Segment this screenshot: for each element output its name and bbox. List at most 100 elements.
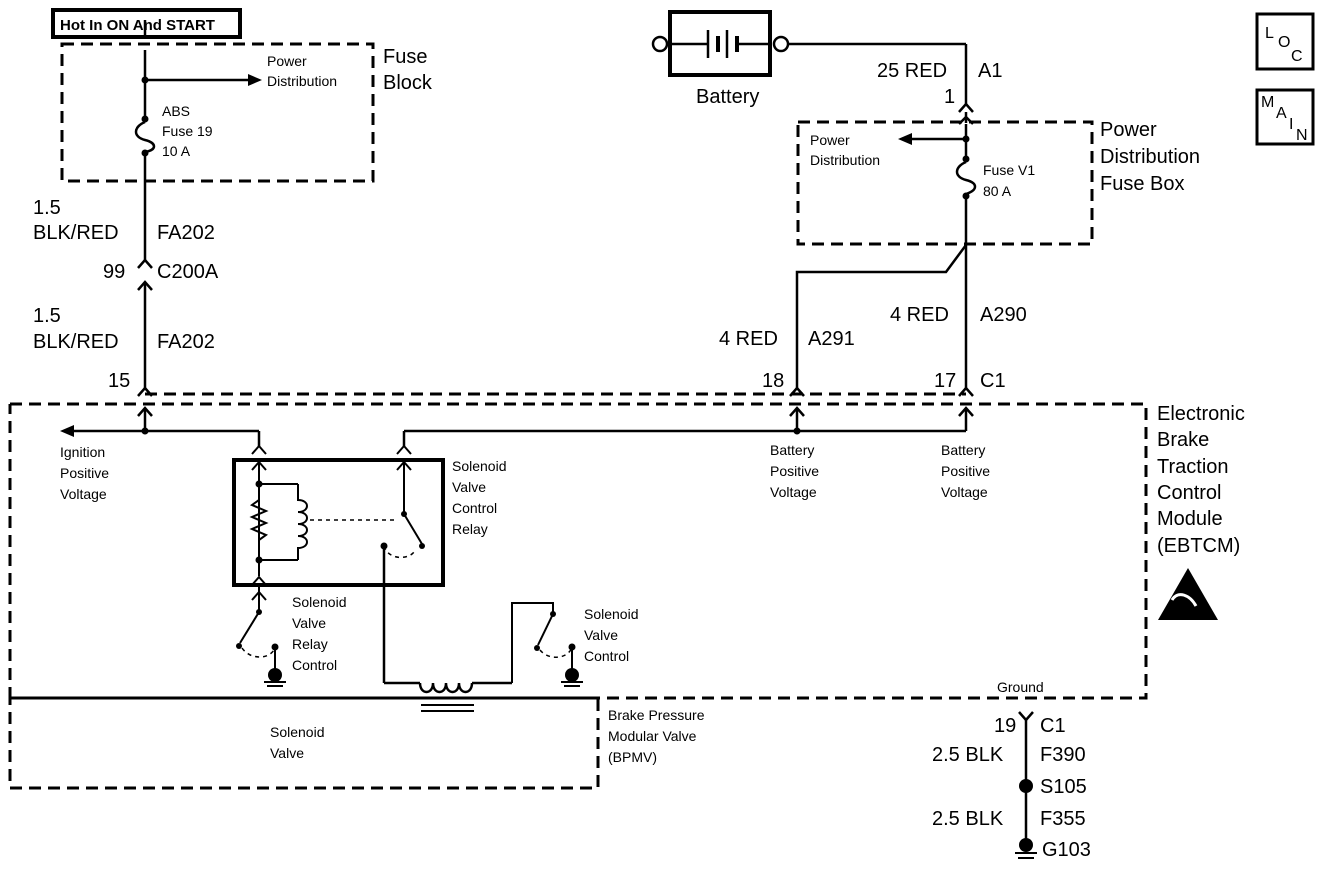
bpmv-sol-1: Solenoid xyxy=(270,724,325,740)
gnd-id: G103 xyxy=(1042,839,1091,861)
hot-label: Hot In ON And START xyxy=(60,17,215,34)
esd-warning-icon xyxy=(1158,568,1218,620)
fuse-block-title-2: Block xyxy=(383,72,433,94)
ebtcm-title-1: Electronic xyxy=(1157,403,1245,425)
resistor-icon xyxy=(249,499,269,541)
solenoid-coil-icon xyxy=(418,682,474,694)
ebtcm-title-6: (EBTCM) xyxy=(1157,535,1240,557)
rc-text-2: Valve xyxy=(292,615,326,631)
ebtcm-title-2: Brake xyxy=(1157,429,1209,451)
bpv2-text-1: Battery xyxy=(941,442,985,458)
top-right-wire: 25 RED xyxy=(877,60,947,82)
fuse-block-box xyxy=(60,42,375,183)
ground-icon xyxy=(1019,838,1033,852)
gnd-w2-wire: 2.5 BLK xyxy=(932,808,1004,830)
ebtcm-title-4: Control xyxy=(1157,482,1221,504)
fuse-symbol-icon xyxy=(955,160,977,196)
rc-text-4: Control xyxy=(292,657,337,673)
splice-icon xyxy=(1019,779,1033,793)
loc-nav-button[interactable]: L O C xyxy=(1255,12,1315,71)
a291-circuit: A291 xyxy=(808,328,855,350)
fb-power-dist-1: Power xyxy=(267,53,307,69)
pdfb-power-dist-1: Power xyxy=(810,132,850,148)
a290-pin: 17 xyxy=(934,370,956,392)
bpv2-text-2: Positive xyxy=(941,463,990,479)
pdfb-box xyxy=(796,120,1094,246)
pdfb-title-2: Distribution xyxy=(1100,146,1200,168)
gnd-conn: C1 xyxy=(1040,715,1066,737)
gnd-splice: S105 xyxy=(1040,776,1087,798)
gnd-w2-circuit: F355 xyxy=(1040,808,1086,830)
left-wire1-gauge: 1.5 xyxy=(33,197,61,219)
a291-wire: 4 RED xyxy=(719,328,778,350)
pdfb-fuse-2: 80 A xyxy=(983,183,1012,199)
arrow-icon xyxy=(248,74,262,86)
relay-text-2: Valve xyxy=(452,479,486,495)
bpmv-title-2: Modular Valve xyxy=(608,728,697,744)
loc-letter-2: O xyxy=(1278,34,1290,51)
rc-text-1: Solenoid xyxy=(292,594,347,610)
bpmv-box xyxy=(8,696,600,790)
gnd-w1-circuit: F390 xyxy=(1040,744,1086,766)
loc-letter-1: L xyxy=(1265,25,1274,42)
vc-text-1: Solenoid xyxy=(584,606,639,622)
arrow-icon xyxy=(898,133,912,145)
bpmv-title-3: (BPMV) xyxy=(608,749,657,765)
vc-text-3: Control xyxy=(584,648,629,664)
ebtcm-title-5: Module xyxy=(1157,508,1223,530)
left-wire1-circuit: FA202 xyxy=(157,222,215,244)
bpmv-title-1: Brake Pressure xyxy=(608,707,705,723)
a290-wire: 4 RED xyxy=(890,304,949,326)
relay-box xyxy=(232,458,445,587)
ground-icon xyxy=(268,668,282,682)
ign-text-2: Positive xyxy=(60,465,109,481)
fb-fuse-3: 10 A xyxy=(162,143,191,159)
gnd-w1-wire: 2.5 BLK xyxy=(932,744,1004,766)
relay-text-4: Relay xyxy=(452,521,488,537)
fb-fuse-1: ABS xyxy=(162,103,190,119)
main-nav-button[interactable]: M A I N xyxy=(1255,88,1315,146)
bpv1-text-2: Positive xyxy=(770,463,819,479)
left-module-pin: 15 xyxy=(108,370,130,392)
bpv1-text-1: Battery xyxy=(770,442,814,458)
pdfb-title-1: Power xyxy=(1100,119,1157,141)
main-letter-1: M xyxy=(1261,94,1274,111)
top-right-pin: 1 xyxy=(944,86,955,108)
ground-text: Ground xyxy=(997,679,1044,695)
left-wire2-gauge: 1.5 xyxy=(33,305,61,327)
fuse-block-title-1: Fuse xyxy=(383,46,427,68)
rc-text-3: Relay xyxy=(292,636,328,652)
a291-pin: 18 xyxy=(762,370,784,392)
ign-text-1: Ignition xyxy=(60,444,105,460)
left-conn-name: C200A xyxy=(157,261,219,283)
left-wire2-circuit: FA202 xyxy=(157,331,215,353)
ebtcm-title-3: Traction xyxy=(1157,456,1229,478)
fb-fuse-2: Fuse 19 xyxy=(162,123,213,139)
coil-icon xyxy=(297,484,308,560)
left-wire2-color: BLK/RED xyxy=(33,331,119,353)
bpv1-text-3: Voltage xyxy=(770,484,817,500)
fb-power-dist-2: Distribution xyxy=(267,73,337,89)
hot-label-box xyxy=(51,8,242,39)
arrow-icon xyxy=(60,425,74,437)
top-right-circuit: A1 xyxy=(978,60,1002,82)
bpmv-sol-2: Valve xyxy=(270,745,304,761)
loc-letter-3: C xyxy=(1291,48,1303,65)
bpv2-text-3: Voltage xyxy=(941,484,988,500)
ign-text-3: Voltage xyxy=(60,486,107,502)
pdfb-fuse-1: Fuse V1 xyxy=(983,162,1035,178)
left-conn-pin: 99 xyxy=(103,261,125,283)
left-wire1-color: BLK/RED xyxy=(33,222,119,244)
pdfb-title-3: Fuse Box xyxy=(1100,173,1184,195)
main-letter-3: I xyxy=(1289,116,1293,133)
fuse-symbol-icon xyxy=(134,120,156,154)
ebtcm-box xyxy=(8,402,1148,700)
gnd-pin: 19 xyxy=(994,715,1016,737)
c1-conn: C1 xyxy=(980,370,1006,392)
pdfb-power-dist-2: Distribution xyxy=(810,152,880,168)
battery-label: Battery xyxy=(696,86,759,108)
main-letter-2: A xyxy=(1276,105,1287,122)
a290-circuit: A290 xyxy=(980,304,1027,326)
ground-icon xyxy=(565,668,579,682)
